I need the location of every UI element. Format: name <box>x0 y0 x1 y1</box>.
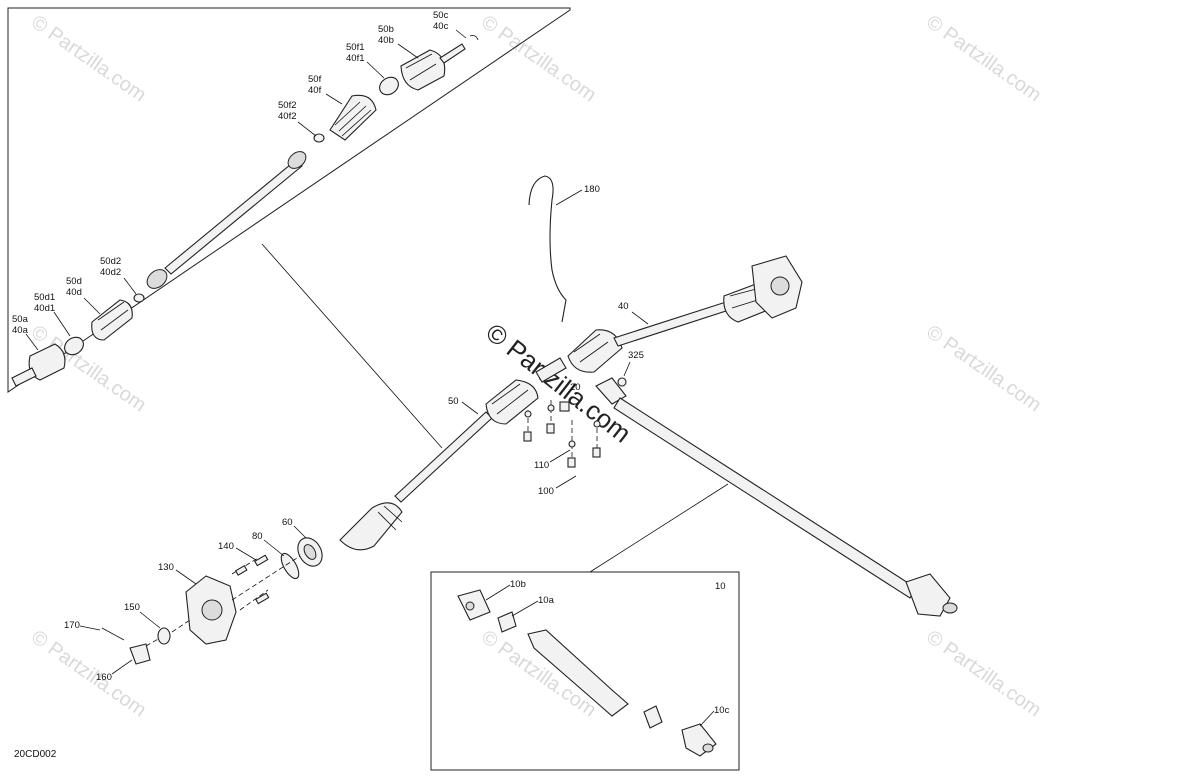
callout-100: 100 <box>538 486 554 497</box>
watermark: © Partzilla.com <box>922 626 1045 721</box>
prop-shaft-inset-leader <box>589 483 729 573</box>
callout-60: 60 <box>282 517 293 528</box>
inset-shaft-assembly <box>11 35 479 387</box>
callout-325: 325 <box>628 350 644 361</box>
propeller-shaft-10 <box>595 377 958 617</box>
watermark: © Partzilla.com <box>27 11 150 106</box>
prop-shaft-components <box>457 589 717 757</box>
callout-40: 40 <box>618 301 629 312</box>
callout-10a: 10a <box>538 595 555 606</box>
callout-160: 160 <box>96 672 112 683</box>
callout-110: 110 <box>534 460 549 471</box>
callout-10b: 10b <box>510 579 526 590</box>
callout-130: 130 <box>158 562 174 573</box>
rear-drive-shaft-40 <box>567 255 803 373</box>
watermark: © Partzilla.com <box>922 321 1045 416</box>
watermark: © Partzilla.com <box>922 11 1045 106</box>
callout-80: 80 <box>252 531 263 542</box>
watermark-group: © Partzilla.com © Partzilla.com © Partzi… <box>27 11 1045 721</box>
wheel-hub-assembly <box>101 537 323 665</box>
callout-10: 10 <box>715 581 726 592</box>
callout-150: 150 <box>124 602 140 613</box>
drawing-code: 20CD002 <box>14 749 57 760</box>
callout-180: 180 <box>584 184 600 195</box>
cv-joint-inset-frame <box>7 7 571 393</box>
vent-hose-180 <box>528 175 567 323</box>
prop-shaft-inset-frame <box>430 571 740 771</box>
callout-10c: 10c <box>714 705 730 716</box>
callout-20: 20 <box>570 382 581 393</box>
rear-drive-shaft-50 <box>339 357 567 551</box>
fastener-hardware <box>523 377 627 468</box>
callout-50: 50 <box>448 396 459 407</box>
inset-leader-line <box>261 243 443 449</box>
callout-140: 140 <box>218 541 234 552</box>
watermark: © Partzilla.com <box>477 11 600 106</box>
watermark: © Partzilla.com <box>27 626 150 721</box>
callout-170: 170 <box>64 620 80 631</box>
